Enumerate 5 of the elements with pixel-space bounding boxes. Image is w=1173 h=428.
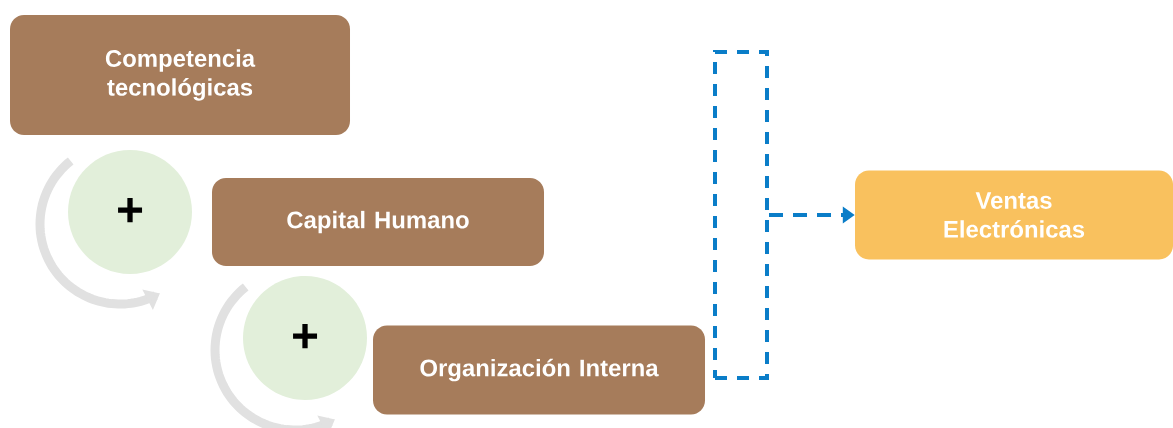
process-box: Capital Humano bbox=[212, 178, 544, 266]
bracket-shape bbox=[713, 50, 769, 380]
process-box: Ventas Electrónicas bbox=[855, 170, 1173, 260]
process-box: Competencia tecnológicas bbox=[10, 15, 350, 135]
process-box: Organización Interna bbox=[373, 325, 705, 415]
